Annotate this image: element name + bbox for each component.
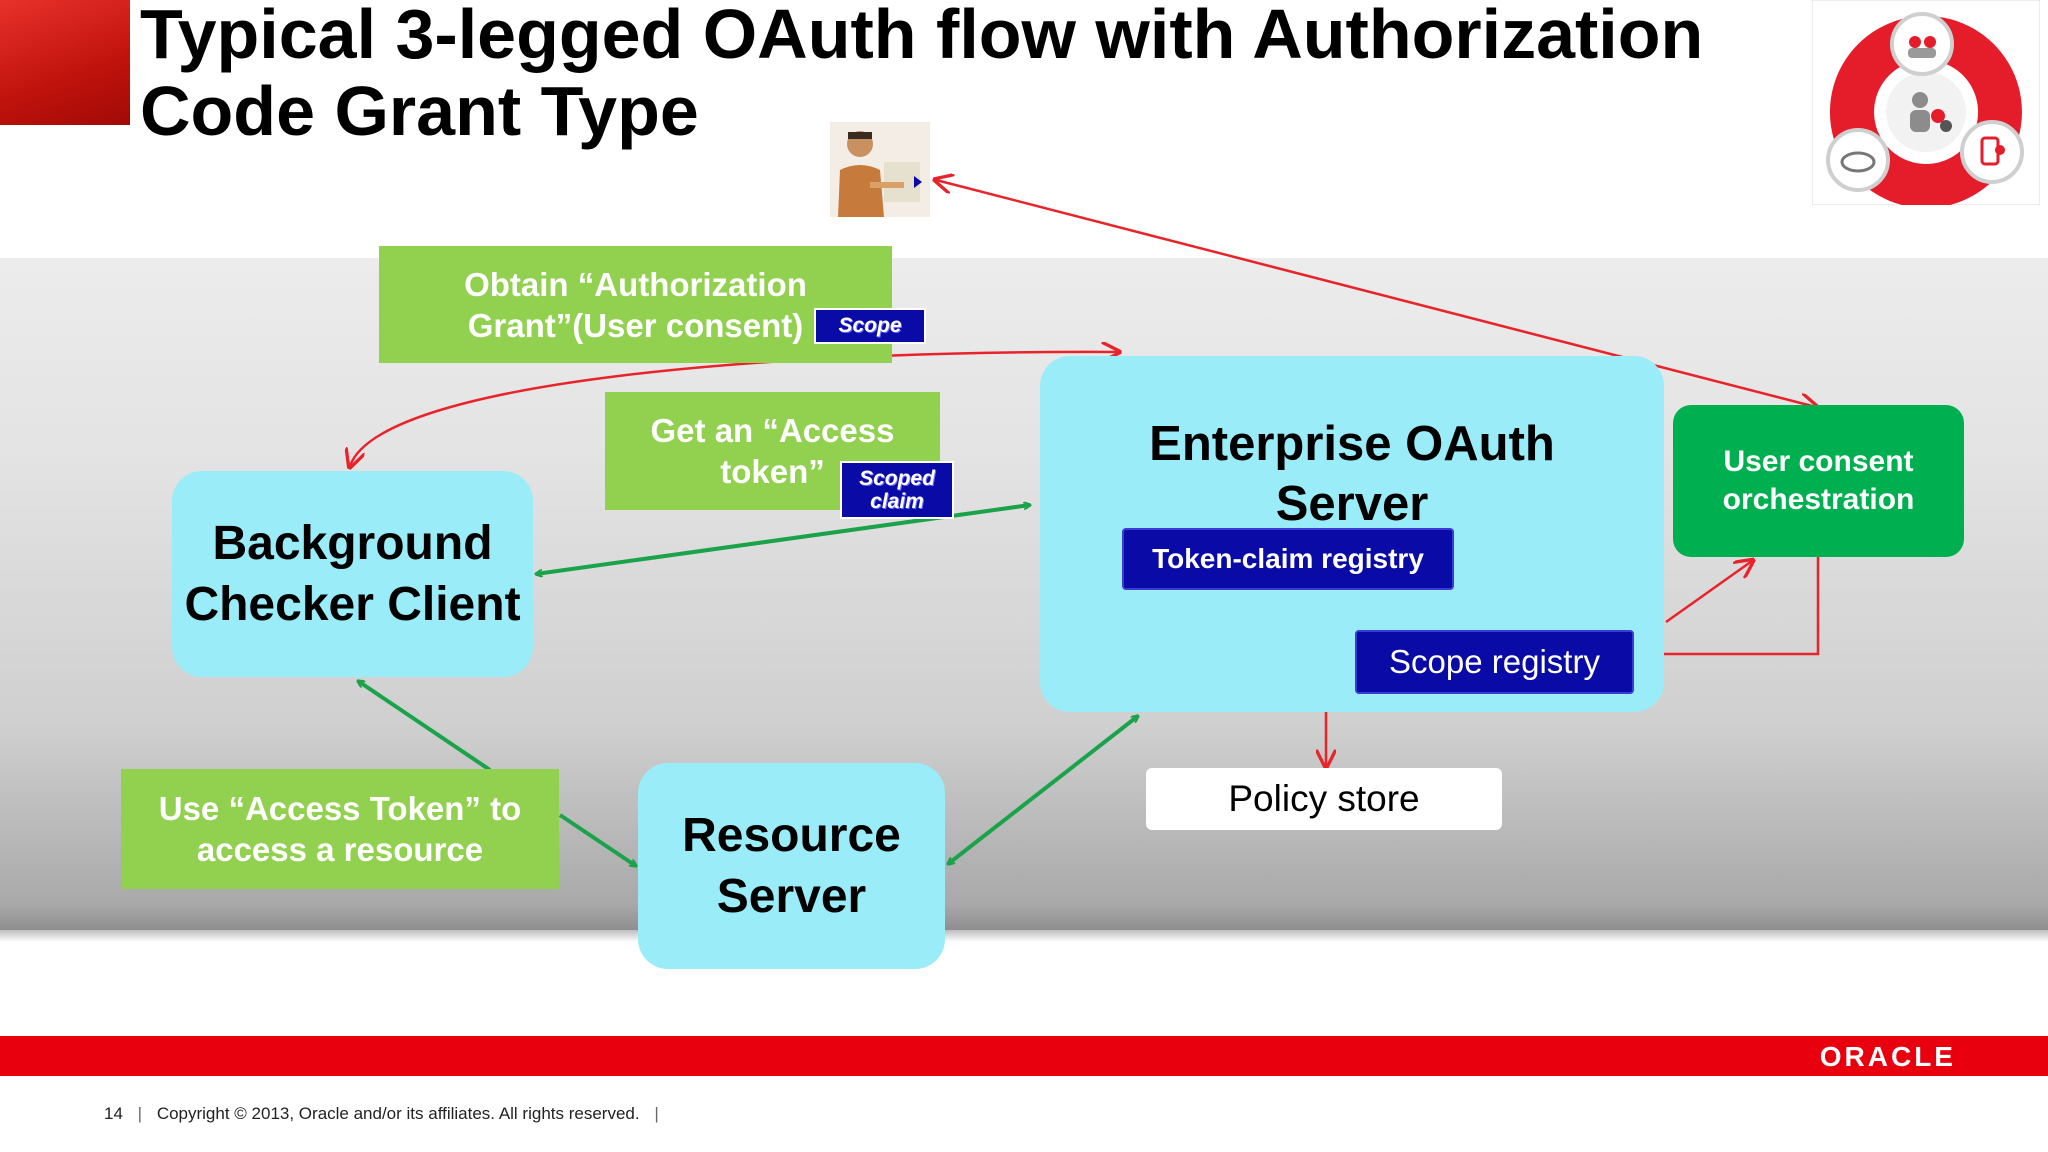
footer-separator: | — [137, 1104, 143, 1123]
tag-scoped-claim-line1: Scoped — [859, 467, 935, 490]
node-user-consent: User consent orchestration — [1673, 405, 1964, 557]
slide-title: Typical 3-legged OAuth flow with Authori… — [140, 0, 1704, 150]
corner-accent — [0, 0, 130, 125]
arrow-orchestration-scope — [1644, 556, 1820, 654]
tag-scoped-claim-line2: claim — [870, 490, 924, 513]
arrow-client-oauth — [536, 505, 1030, 574]
footer-bar — [0, 1036, 2048, 1076]
label-use-token: Use “Access Token” to access a resource — [121, 769, 559, 889]
oracle-logo: ORACLE — [1819, 1041, 1956, 1072]
node-token-registry: Token-claim registry — [1122, 528, 1454, 590]
copyright: Copyright © 2013, Oracle and/or its affi… — [156, 1104, 640, 1123]
cloud-services-logo — [1812, 0, 2040, 205]
tag-scope-text: Scope — [838, 314, 902, 337]
user-photo — [830, 122, 930, 217]
band-shadow — [0, 930, 2048, 942]
footer-separator-end: | — [654, 1104, 659, 1123]
node-scope-registry: Scope registry — [1355, 630, 1634, 694]
footer: 14 | Copyright © 2013, Oracle and/or its… — [104, 1104, 669, 1124]
node-client: Background Checker Client — [172, 471, 533, 677]
tag-scope: Scope — [814, 308, 926, 344]
arrow-client-resource — [358, 681, 492, 772]
arrow-server-orchestration — [1665, 561, 1752, 624]
node-policy-store: Policy store — [1146, 768, 1502, 830]
page-number: 14 — [104, 1104, 123, 1123]
arrow-user-orchestration — [936, 180, 1816, 407]
label-obtain-grant: Obtain “Authorization Grant”(User consen… — [379, 246, 892, 363]
arrow-label-resource — [558, 813, 636, 866]
tag-scoped-claim: Scoped claim — [840, 461, 954, 519]
node-resource-server: Resource Server — [638, 763, 945, 969]
node-oauth-server-label: Enterprise OAuth Server — [1149, 417, 1555, 531]
arrow-resource-oauth — [948, 716, 1138, 864]
